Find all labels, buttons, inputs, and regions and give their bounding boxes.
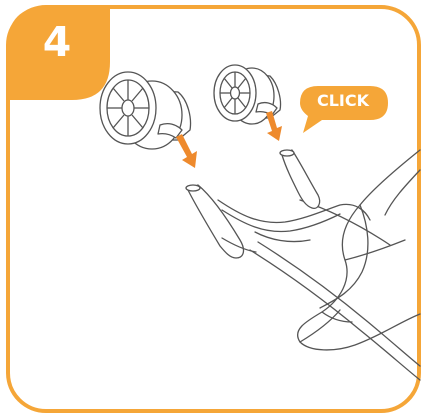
click-label: CLICK (304, 93, 382, 109)
step-number: 4 (17, 22, 97, 63)
